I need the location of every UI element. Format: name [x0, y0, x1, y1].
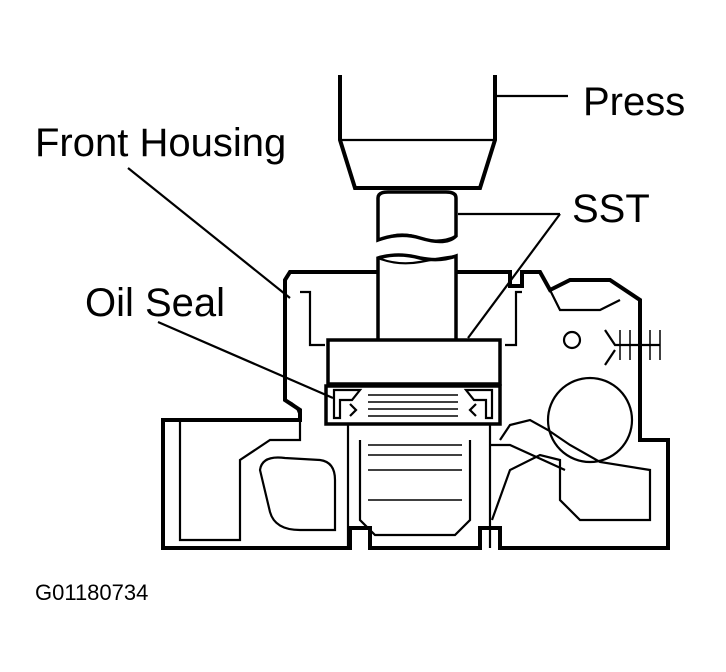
- front-housing: [161, 270, 670, 550]
- press-label: Press: [583, 80, 685, 124]
- oil-seal-label: Oil Seal: [85, 281, 225, 325]
- sst-tool: [326, 190, 502, 386]
- leader-lines: [127, 94, 568, 400]
- front-housing-label: Front Housing: [35, 121, 286, 165]
- figure-code: G01180734: [35, 580, 148, 605]
- press-ram: [338, 75, 497, 190]
- oil-seal: [324, 384, 502, 426]
- sst-label: SST: [572, 187, 650, 231]
